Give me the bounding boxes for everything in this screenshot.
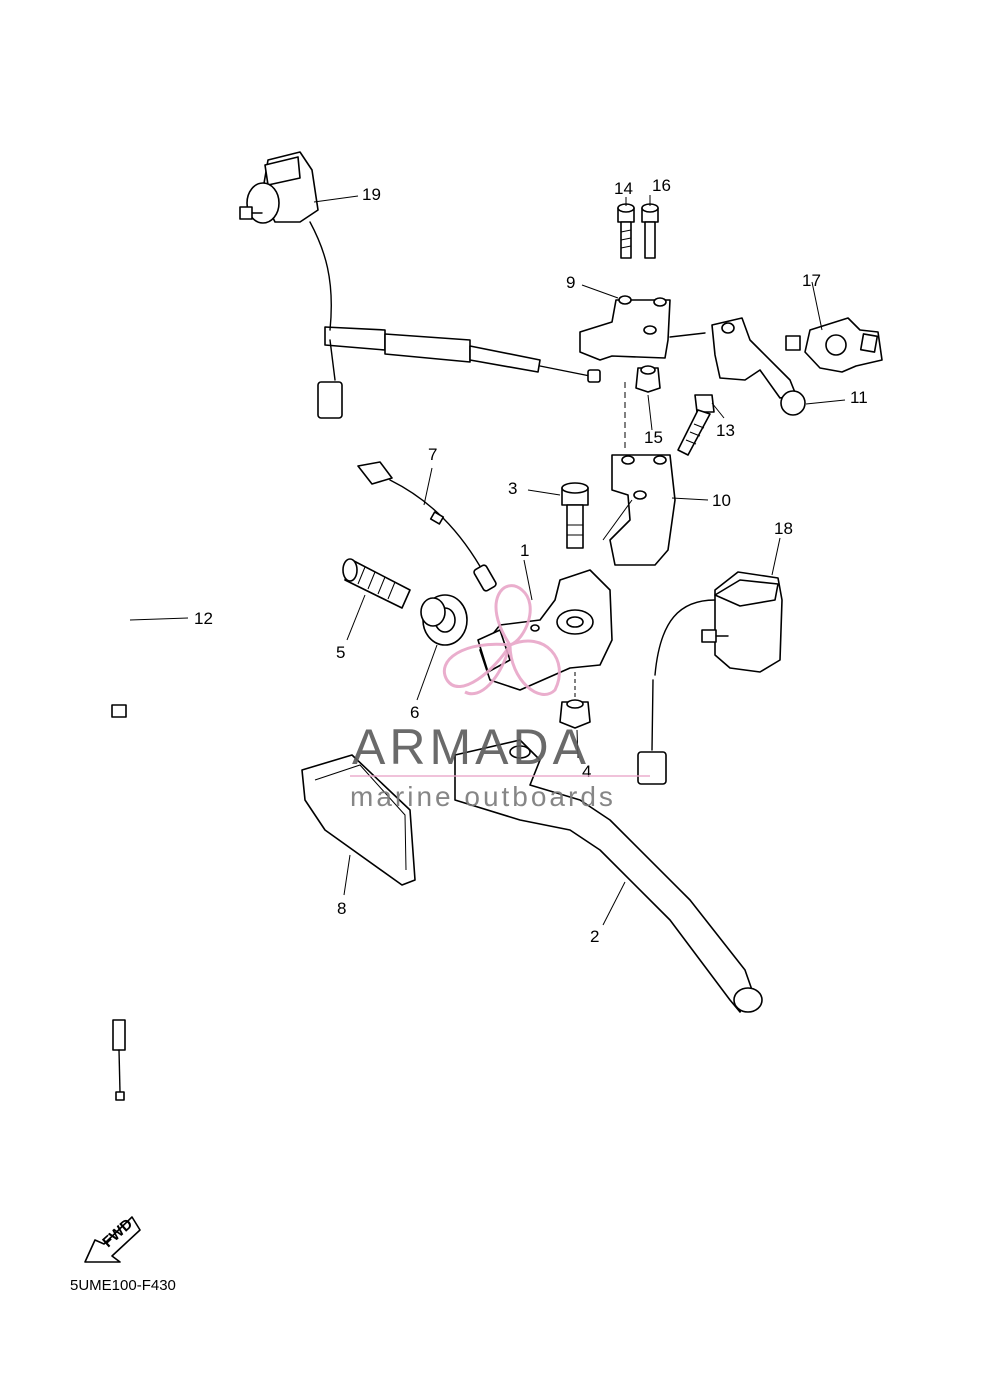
logo-petal (464, 644, 512, 696)
hot-start-switch (239, 151, 343, 419)
bolt-14 (617, 203, 635, 259)
callout-6: 6 (410, 703, 419, 722)
callout-19: 19 (362, 185, 381, 204)
callout-4: 4 (582, 762, 591, 781)
callout-12: 12 (194, 609, 213, 628)
drawing-code: 5UME100-F430 (70, 1277, 176, 1294)
adjuster-bolt (342, 558, 411, 609)
fwd-arrow: FWD (84, 1215, 141, 1263)
logo-petal (508, 639, 561, 696)
lever-cover (301, 754, 416, 886)
callout-9: 9 (566, 273, 575, 292)
callout-3: 3 (508, 479, 517, 498)
callout-14: 14 (614, 179, 633, 198)
callout-8: 8 (337, 899, 346, 918)
pivot-nut (559, 672, 591, 729)
callout-5: 5 (336, 643, 345, 662)
clutch-lever (454, 739, 763, 1013)
armada-logo-mark (442, 584, 561, 696)
holder-clamp (609, 382, 676, 566)
callout-7: 7 (428, 445, 437, 464)
logo-petal (494, 584, 532, 647)
callout-18: 18 (774, 519, 793, 538)
hot-start-holder (785, 317, 883, 373)
engine-stop-switch (637, 571, 783, 785)
watermark: ARMADA marine outboards (350, 584, 650, 812)
bolt-16 (641, 203, 659, 259)
callout-11: 11 (850, 388, 868, 407)
hot-start-lever (669, 317, 806, 416)
clutch-cable (111, 326, 601, 1101)
bracket (579, 295, 671, 361)
leader-lines (129, 195, 846, 926)
watermark-tagline: marine outboards (350, 781, 616, 812)
callout-16: 16 (652, 176, 671, 195)
switch-wire (357, 461, 497, 592)
watermark-brand: ARMADA (352, 719, 590, 775)
callout-10: 10 (712, 491, 731, 510)
adjuster-nut (420, 594, 468, 646)
logo-petal (442, 642, 513, 688)
nut-15 (635, 365, 661, 393)
callout-15: 15 (644, 428, 663, 447)
bolt-13 (677, 394, 715, 456)
callout-1: 1 (520, 541, 529, 560)
callout-17: 17 (802, 271, 821, 290)
pivot-bolt (561, 482, 589, 549)
callout-13: 13 (716, 421, 735, 440)
callout-labels: 1 2 3 4 5 6 7 8 9 10 11 12 13 14 15 16 1… (194, 176, 868, 946)
callout-2: 2 (590, 927, 599, 946)
